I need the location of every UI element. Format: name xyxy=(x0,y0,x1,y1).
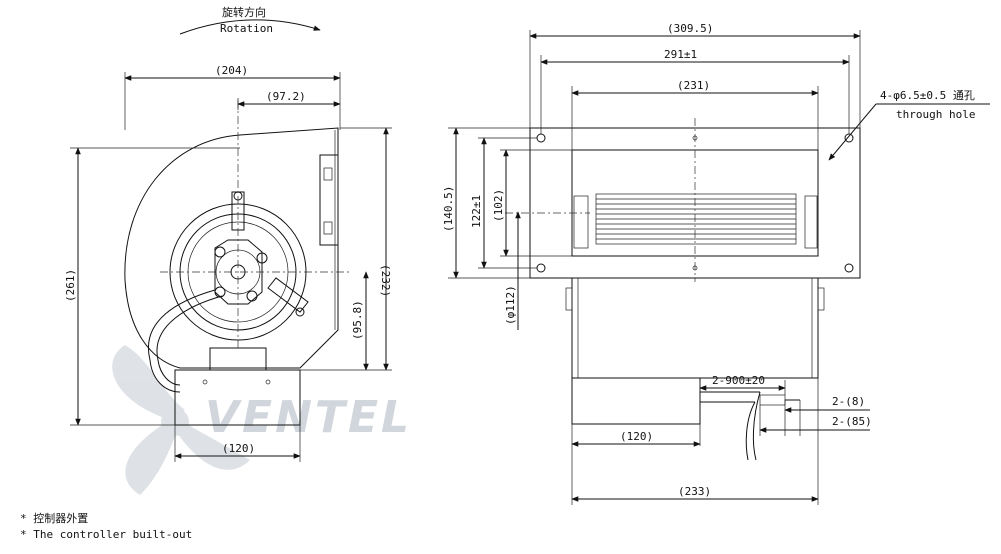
hole-note-line1: 4-φ6.5±0.5 通孔 xyxy=(880,89,975,102)
dim-outlet-width: (231) xyxy=(677,79,710,92)
watermark-logo: VENTEL xyxy=(112,345,412,495)
mount-hole-br xyxy=(844,263,854,273)
dim-width-total: (204) xyxy=(215,64,248,77)
mount-hole-tr xyxy=(844,133,854,143)
footnote-en: * The controller built-out xyxy=(20,528,192,541)
right-view: (309.5) 291±1 (231) (140.5) 122±1 (102) … xyxy=(442,22,990,505)
dim-body-width: (233) xyxy=(678,485,711,498)
dim-controller-width-left: (120) xyxy=(222,442,255,455)
dim-outlet-height: (102) xyxy=(492,189,505,222)
dim-axis-height: (95.8) xyxy=(351,300,364,340)
controller-box-left xyxy=(174,369,301,426)
mount-hole-bl xyxy=(536,263,546,273)
dim-flange-height: (140.5) xyxy=(442,186,455,232)
watermark-text: VENTEL xyxy=(205,392,412,443)
footnote: * 控制器外置 * The controller built-out xyxy=(20,511,192,541)
rotation-label-en: Rotation xyxy=(220,22,273,35)
outlet-grille xyxy=(573,193,818,249)
cable-path xyxy=(148,289,216,393)
blower-body xyxy=(571,277,819,379)
dim-strip-8: 2-(8) xyxy=(832,395,865,408)
rotation-indicator: 旋转方向 Rotation xyxy=(179,5,321,35)
left-view: (204) (97.2) (261) (232) (95.8) (120) xyxy=(64,64,392,462)
dim-hole-pitch-v: 122±1 xyxy=(470,195,483,228)
footnote-cn: * 控制器外置 xyxy=(20,511,88,525)
dim-controller-width-right: (120) xyxy=(620,430,653,443)
rotation-label-cn: 旋转方向 xyxy=(222,5,266,19)
dim-half-width: (97.2) xyxy=(266,90,306,103)
cable-right xyxy=(700,391,760,403)
scroll-housing xyxy=(124,127,339,369)
dim-hole-pitch: 291±1 xyxy=(664,48,697,61)
hole-note-line2: through hole xyxy=(896,108,975,121)
dim-wheel-dia: (φ112) xyxy=(504,285,517,325)
outlet-flange xyxy=(319,154,339,246)
controller-box-right xyxy=(571,377,701,425)
dim-cable-length: 2-900±20 xyxy=(712,374,765,387)
mount-hole-tl xyxy=(536,133,546,143)
dim-height-body: (232) xyxy=(379,264,392,297)
dim-height-total: (261) xyxy=(64,269,77,302)
dim-strip-85: 2-(85) xyxy=(832,415,872,428)
dim-flange-total: (309.5) xyxy=(667,22,713,35)
